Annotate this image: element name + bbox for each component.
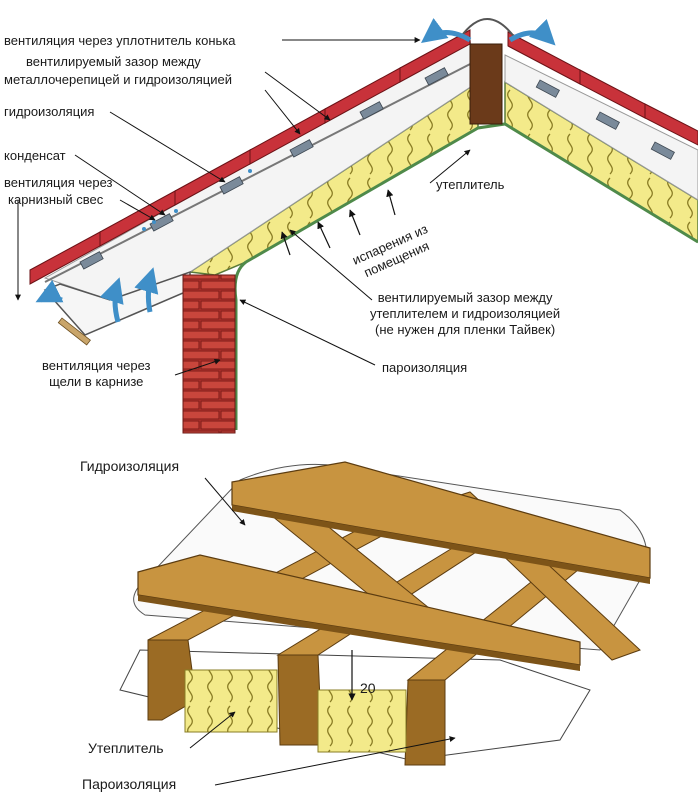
label-gap-metal-2: металлочерепицей и гидроизоляцией: [4, 72, 232, 87]
label-eave-vent-2: карнизный свес: [8, 192, 104, 207]
label-ridge-vent: вентиляция через уплотнитель конька: [4, 33, 236, 48]
label-slot-vent: вентиляция через щели в карнизе: [42, 358, 151, 390]
label-vapor-barrier: пароизоляция: [382, 360, 468, 375]
label-eave-vent-1: вентиляция через: [4, 175, 113, 190]
roof-section: [15, 18, 698, 434]
insulation-bottom-2: [317, 689, 407, 753]
label-gap-insulation: вентилируемый зазор между утеплителем и …: [370, 290, 560, 338]
ridge-board: [469, 43, 503, 125]
label-waterproofing-bottom: Гидроизоляция: [80, 458, 180, 474]
roof-layers-3d: [119, 461, 651, 786]
label-condensate: конденсат: [4, 148, 66, 163]
metal-tile-right: [507, 31, 698, 146]
label-gap-ins-3: (не нужен для пленки Тайвек): [375, 322, 556, 337]
vent-arrows: [35, 18, 556, 323]
label-insulation: утеплитель: [436, 177, 505, 192]
waterproofing-line-left: [44, 59, 479, 283]
label-gap-20: 20: [360, 680, 376, 696]
rafter-3: [404, 679, 446, 766]
label-gap-ins-1: вентилируемый зазор между: [377, 290, 553, 305]
label-insulation-bottom: Утеплитель: [88, 740, 164, 756]
rafter-2: [277, 654, 323, 746]
batten-bottom: [137, 554, 581, 666]
label-vapor-barrier-bottom: Пароизоляция: [82, 776, 177, 792]
vapor-barrier-line: [245, 122, 698, 264]
ridge-cap: [459, 18, 516, 39]
label-gap-ins-2: утеплителем и гидроизоляцией: [370, 306, 561, 321]
insulation-bottom-1: [184, 669, 278, 733]
label-slot-vent-2: щели в карнизе: [49, 374, 144, 389]
label-waterproofing: гидроизоляция: [4, 104, 95, 119]
metal-tile-left: [29, 29, 471, 285]
batten-top: [231, 461, 651, 579]
brick-wall: [182, 274, 236, 434]
label-slot-vent-1: вентиляция через: [42, 358, 151, 373]
label-gap-metal-1: вентилируемый зазор между: [26, 54, 201, 69]
